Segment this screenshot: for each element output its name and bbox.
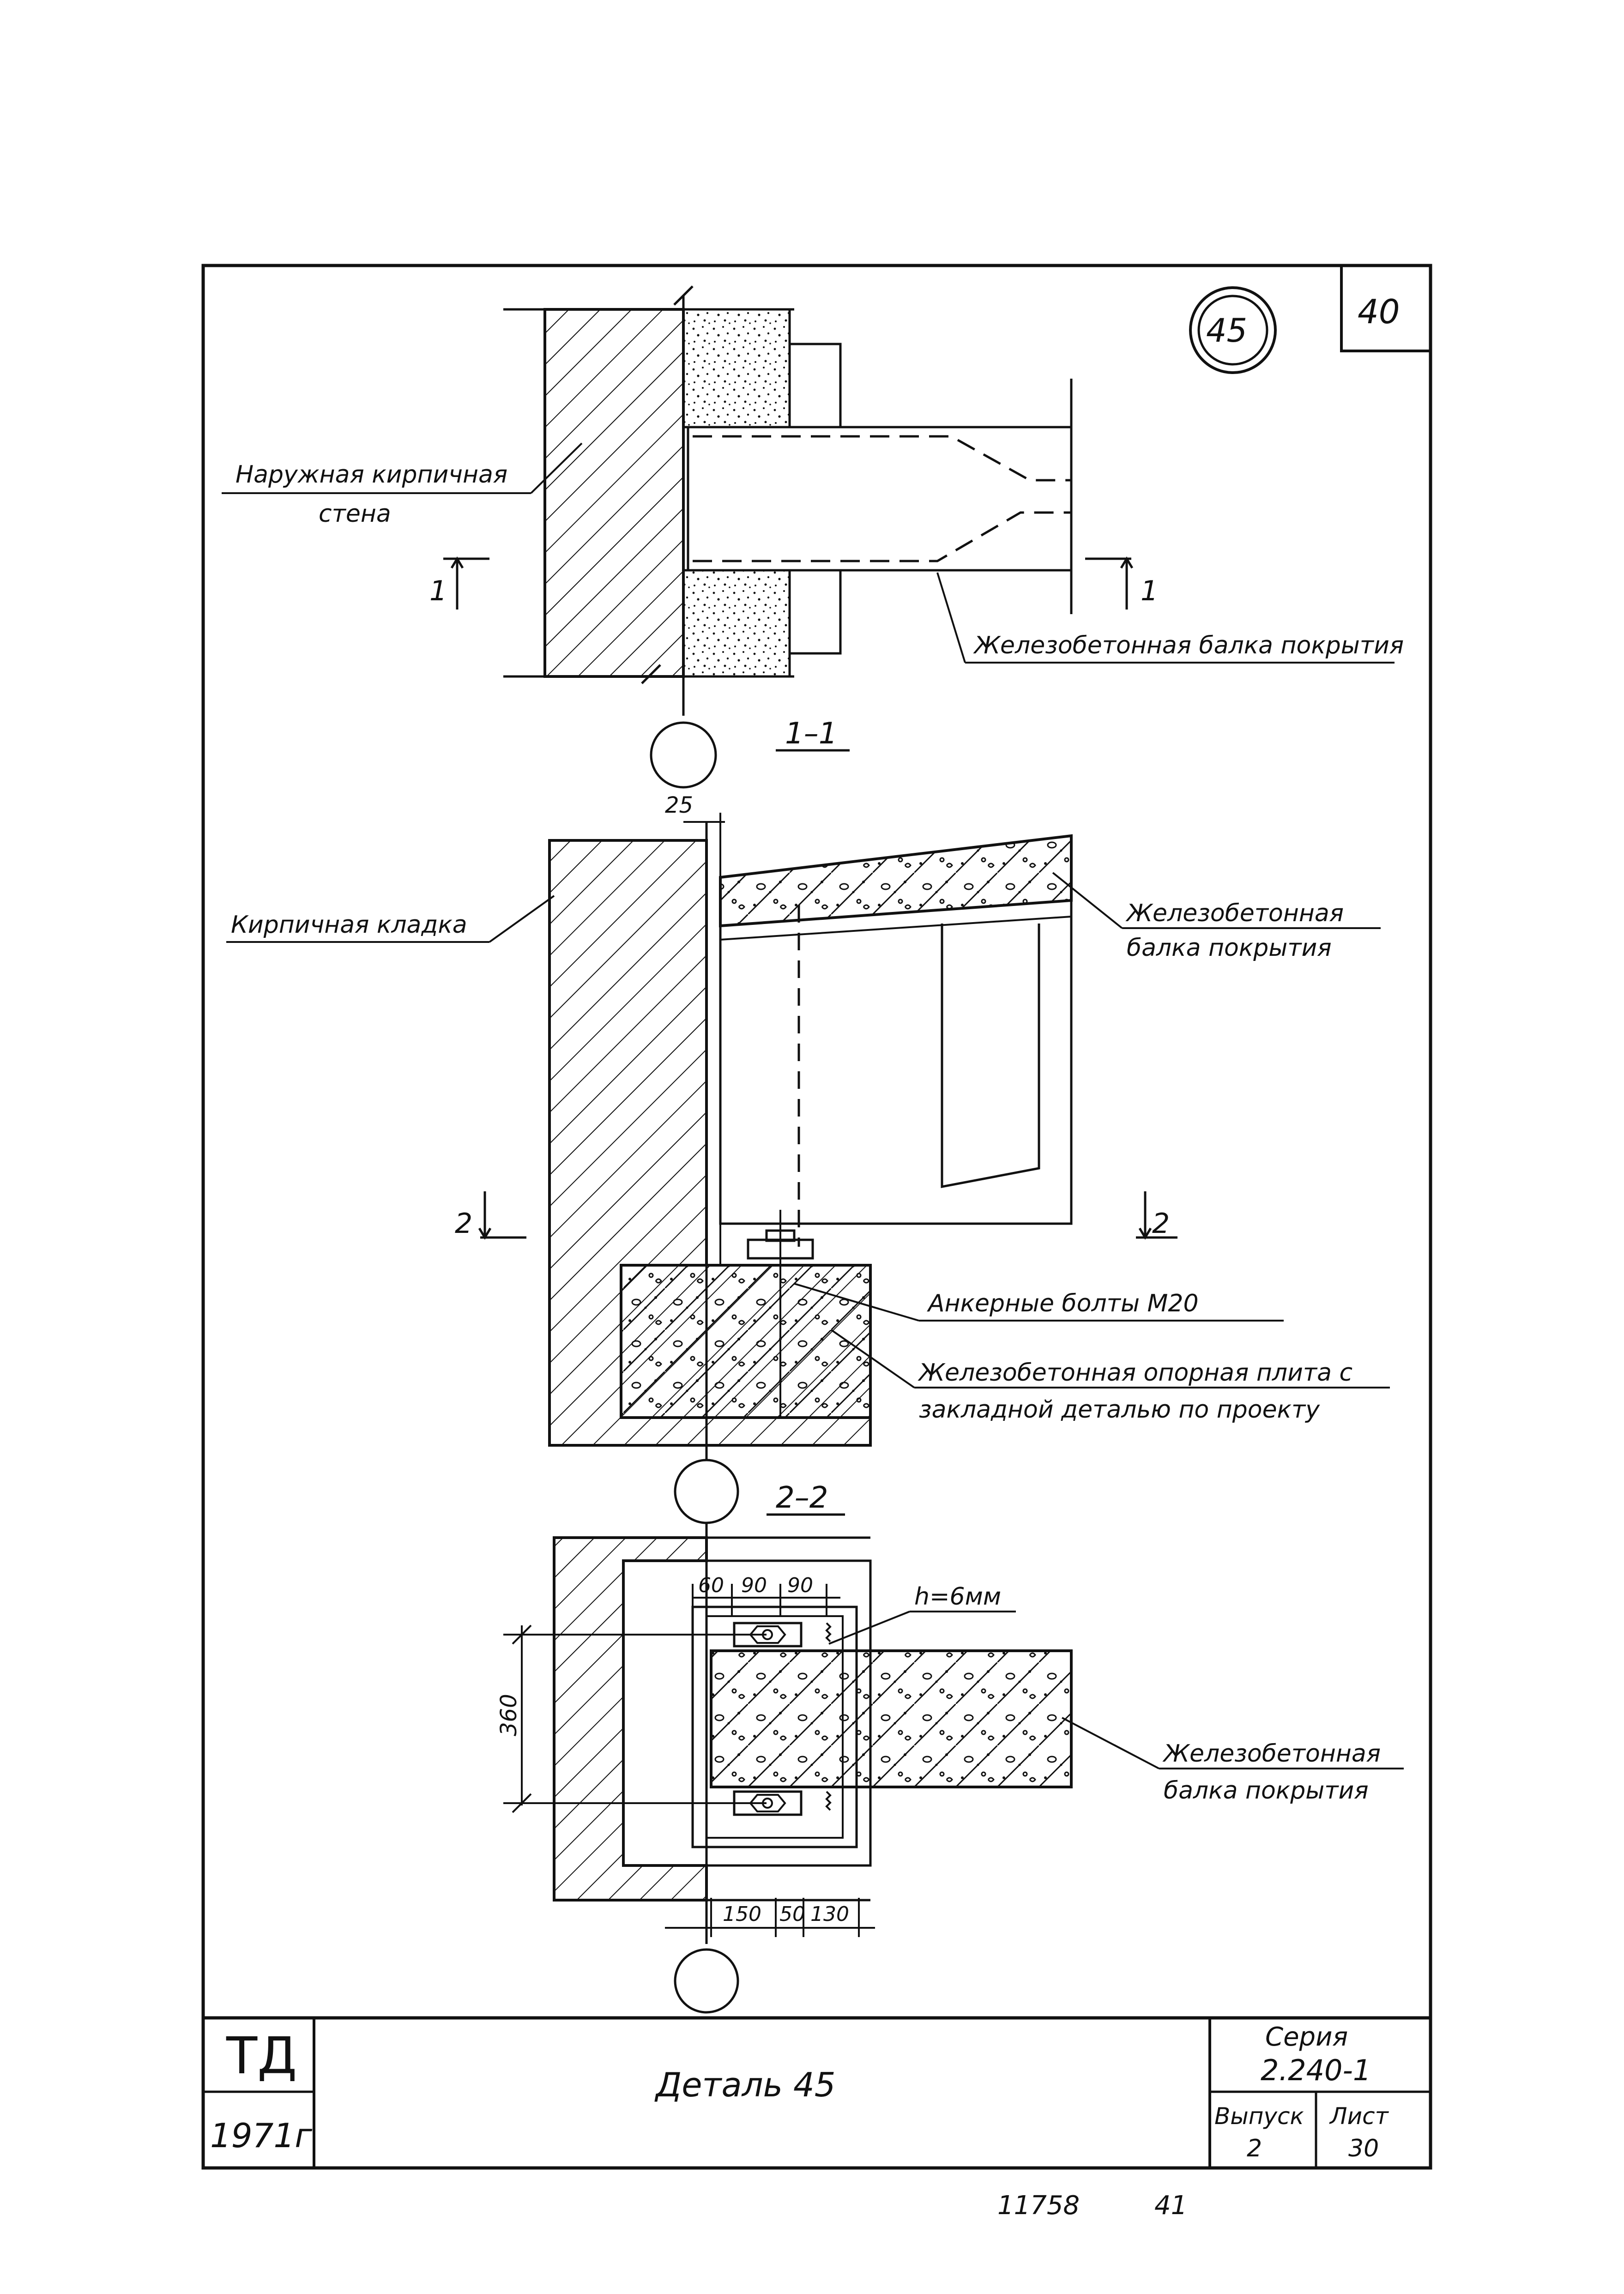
section1-masonry-label: Кирпичная кладка — [231, 911, 467, 939]
sheet-frame — [201, 264, 1432, 2170]
svg-text:1: 1 — [429, 575, 447, 607]
svg-text:2: 2 — [455, 1207, 472, 1240]
issue-value: 2 — [1247, 2135, 1262, 2162]
series-value: 2.240-1 — [1261, 2053, 1371, 2087]
section1-axis-bubble — [674, 1459, 739, 1524]
section1-cut-mark-right: 2 — [1136, 1191, 1177, 1240]
plan-beam-taper — [693, 435, 1071, 562]
section1-cut-mark-left: 2 — [455, 1191, 526, 1240]
section2-brick-wall — [553, 1536, 708, 1902]
plan-wall-label-line2: стена — [319, 500, 391, 528]
dim-bottom-2: 50 — [779, 1902, 805, 1926]
section2-beam-label-line1: Железобетонная — [1162, 1740, 1381, 1768]
sheet-value: 30 — [1348, 2135, 1379, 2162]
bottom-stamp-page: 41 — [1154, 2191, 1187, 2221]
section1-beam-label-line2: балка покрытия — [1127, 934, 1332, 962]
series-label: Серия — [1265, 2022, 1348, 2052]
plan-plate-bottom — [788, 569, 842, 655]
dim-bottom-3: 130 — [810, 1902, 849, 1926]
section2-beam — [710, 1649, 1073, 1788]
section1-beam-opening — [941, 924, 1040, 1189]
section-2-2: 60 90 90 h=6мм 360 150 50 130 Ж — [496, 1524, 1404, 2014]
dim-top-3: 90 — [787, 1574, 813, 1597]
section-2-2-title: 2–2 — [776, 1481, 828, 1515]
bottom-stamp-number: 11758 — [997, 2191, 1080, 2221]
plan-concrete-fill-bottom — [682, 569, 791, 678]
detail-marker-number: 45 — [1206, 312, 1247, 350]
section-1-1-title: 1–1 — [785, 717, 837, 751]
plan-wall-label-line1: Наружная кирпичная — [235, 461, 507, 489]
plan-beam-label: Железобетонная балка покрытия — [973, 632, 1404, 659]
dim-vertical-360: 360 — [496, 1694, 522, 1736]
section2-dim-vertical: 360 — [496, 1624, 767, 1813]
title-org: ТД — [226, 2026, 297, 2085]
dim-bottom-1: 150 — [723, 1902, 761, 1926]
plan-cut-mark-right: 1 — [1085, 556, 1158, 610]
section2-dim-bottom: 150 50 130 — [665, 1898, 875, 1937]
issue-label: Выпуск — [1214, 2103, 1304, 2130]
dim-top-1: 60 — [698, 1574, 724, 1597]
plan-axis-bubble — [650, 721, 717, 789]
svg-text:1: 1 — [1141, 575, 1158, 607]
plan-view: Наружная кирпичная стена 1 1 Железобетон… — [222, 285, 1404, 789]
section1-plate-label-line2: закладной деталью по проекту — [919, 1396, 1320, 1424]
section1-dim-gap: 25 — [665, 792, 693, 818]
title-detail: Деталь 45 — [654, 2065, 836, 2104]
section1-beam-web — [719, 899, 1073, 1225]
svg-text:2: 2 — [1152, 1207, 1170, 1240]
section2-beam-label-line2: балка покрытия — [1164, 1777, 1369, 1805]
section1-plate-label-line1: Железобетонная опорная плита с — [918, 1359, 1352, 1387]
section1-beam-label-line1: Железобетонная — [1125, 899, 1344, 927]
plan-beam-outline — [687, 379, 1073, 614]
section1-anchor-label: Анкерные болты М20 — [927, 1290, 1199, 1317]
section-1-1: 25 Кирпичная кладка Железобетонная балка… — [226, 792, 1390, 1524]
plan-concrete-fill-top — [682, 308, 791, 429]
title-block: ТД 1971г Деталь 45 Серия 2.240-1 Выпуск … — [203, 2016, 1431, 2168]
page-number: 40 — [1358, 292, 1400, 331]
detail-marker: 45 — [1189, 286, 1277, 374]
sheet-label: Лист — [1329, 2103, 1389, 2130]
section2-dim-top: 60 90 90 — [692, 1574, 840, 1616]
section2-axis-bubble — [674, 1948, 739, 2014]
plan-cut-mark-left: 1 — [429, 556, 489, 610]
plan-brick-wall — [543, 308, 685, 678]
dim-top-2: 90 — [741, 1574, 767, 1597]
title-year: 1971г — [210, 2116, 313, 2155]
section1-support-plate — [620, 1264, 872, 1419]
plan-plate-top — [788, 343, 842, 429]
page-number-box — [1340, 264, 1432, 352]
section2-plate-thickness: h=6мм — [914, 1583, 1001, 1611]
